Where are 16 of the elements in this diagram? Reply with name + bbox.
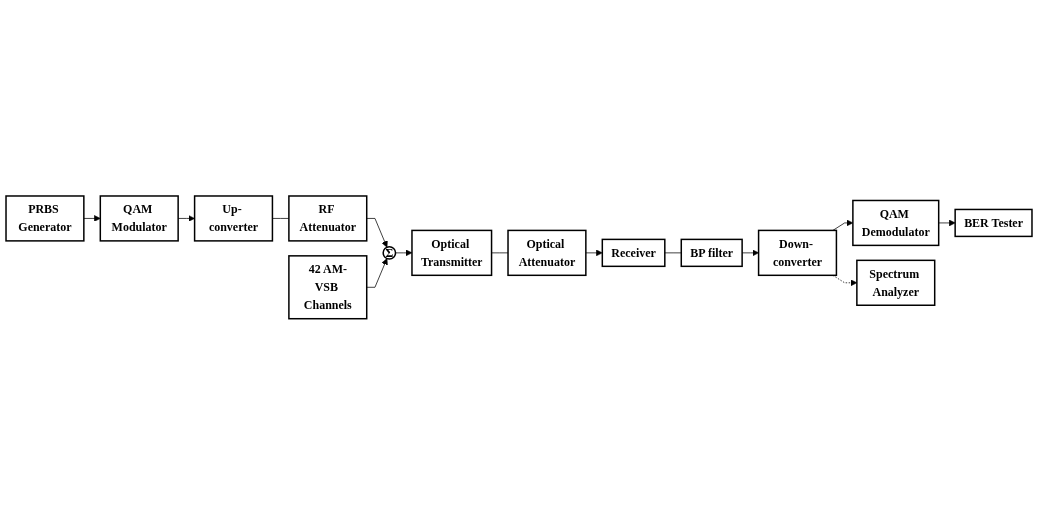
node-box: PRBS Generator bbox=[5, 194, 85, 242]
node-box: Optical Attenuator bbox=[507, 229, 587, 276]
node-box: Spectrum Analyzer bbox=[856, 259, 936, 306]
node-circle: Σ bbox=[382, 245, 397, 260]
node-box: QAM Modulator bbox=[99, 194, 179, 242]
node-box: Optical Transmitter bbox=[411, 229, 493, 276]
connector bbox=[664, 252, 682, 253]
connector bbox=[491, 252, 509, 253]
node-box: Receiver bbox=[601, 238, 666, 267]
node-box: Up- converter bbox=[193, 194, 274, 242]
node-box: RF Attenuator bbox=[288, 194, 368, 242]
node-box: Down- converter bbox=[757, 229, 838, 276]
node-box: 42 AM-VSB Channels bbox=[288, 254, 368, 320]
node-box: BER Tester bbox=[954, 208, 1033, 237]
node-box: QAM Demodulator bbox=[852, 199, 940, 246]
node-box: BP filter bbox=[680, 238, 743, 267]
